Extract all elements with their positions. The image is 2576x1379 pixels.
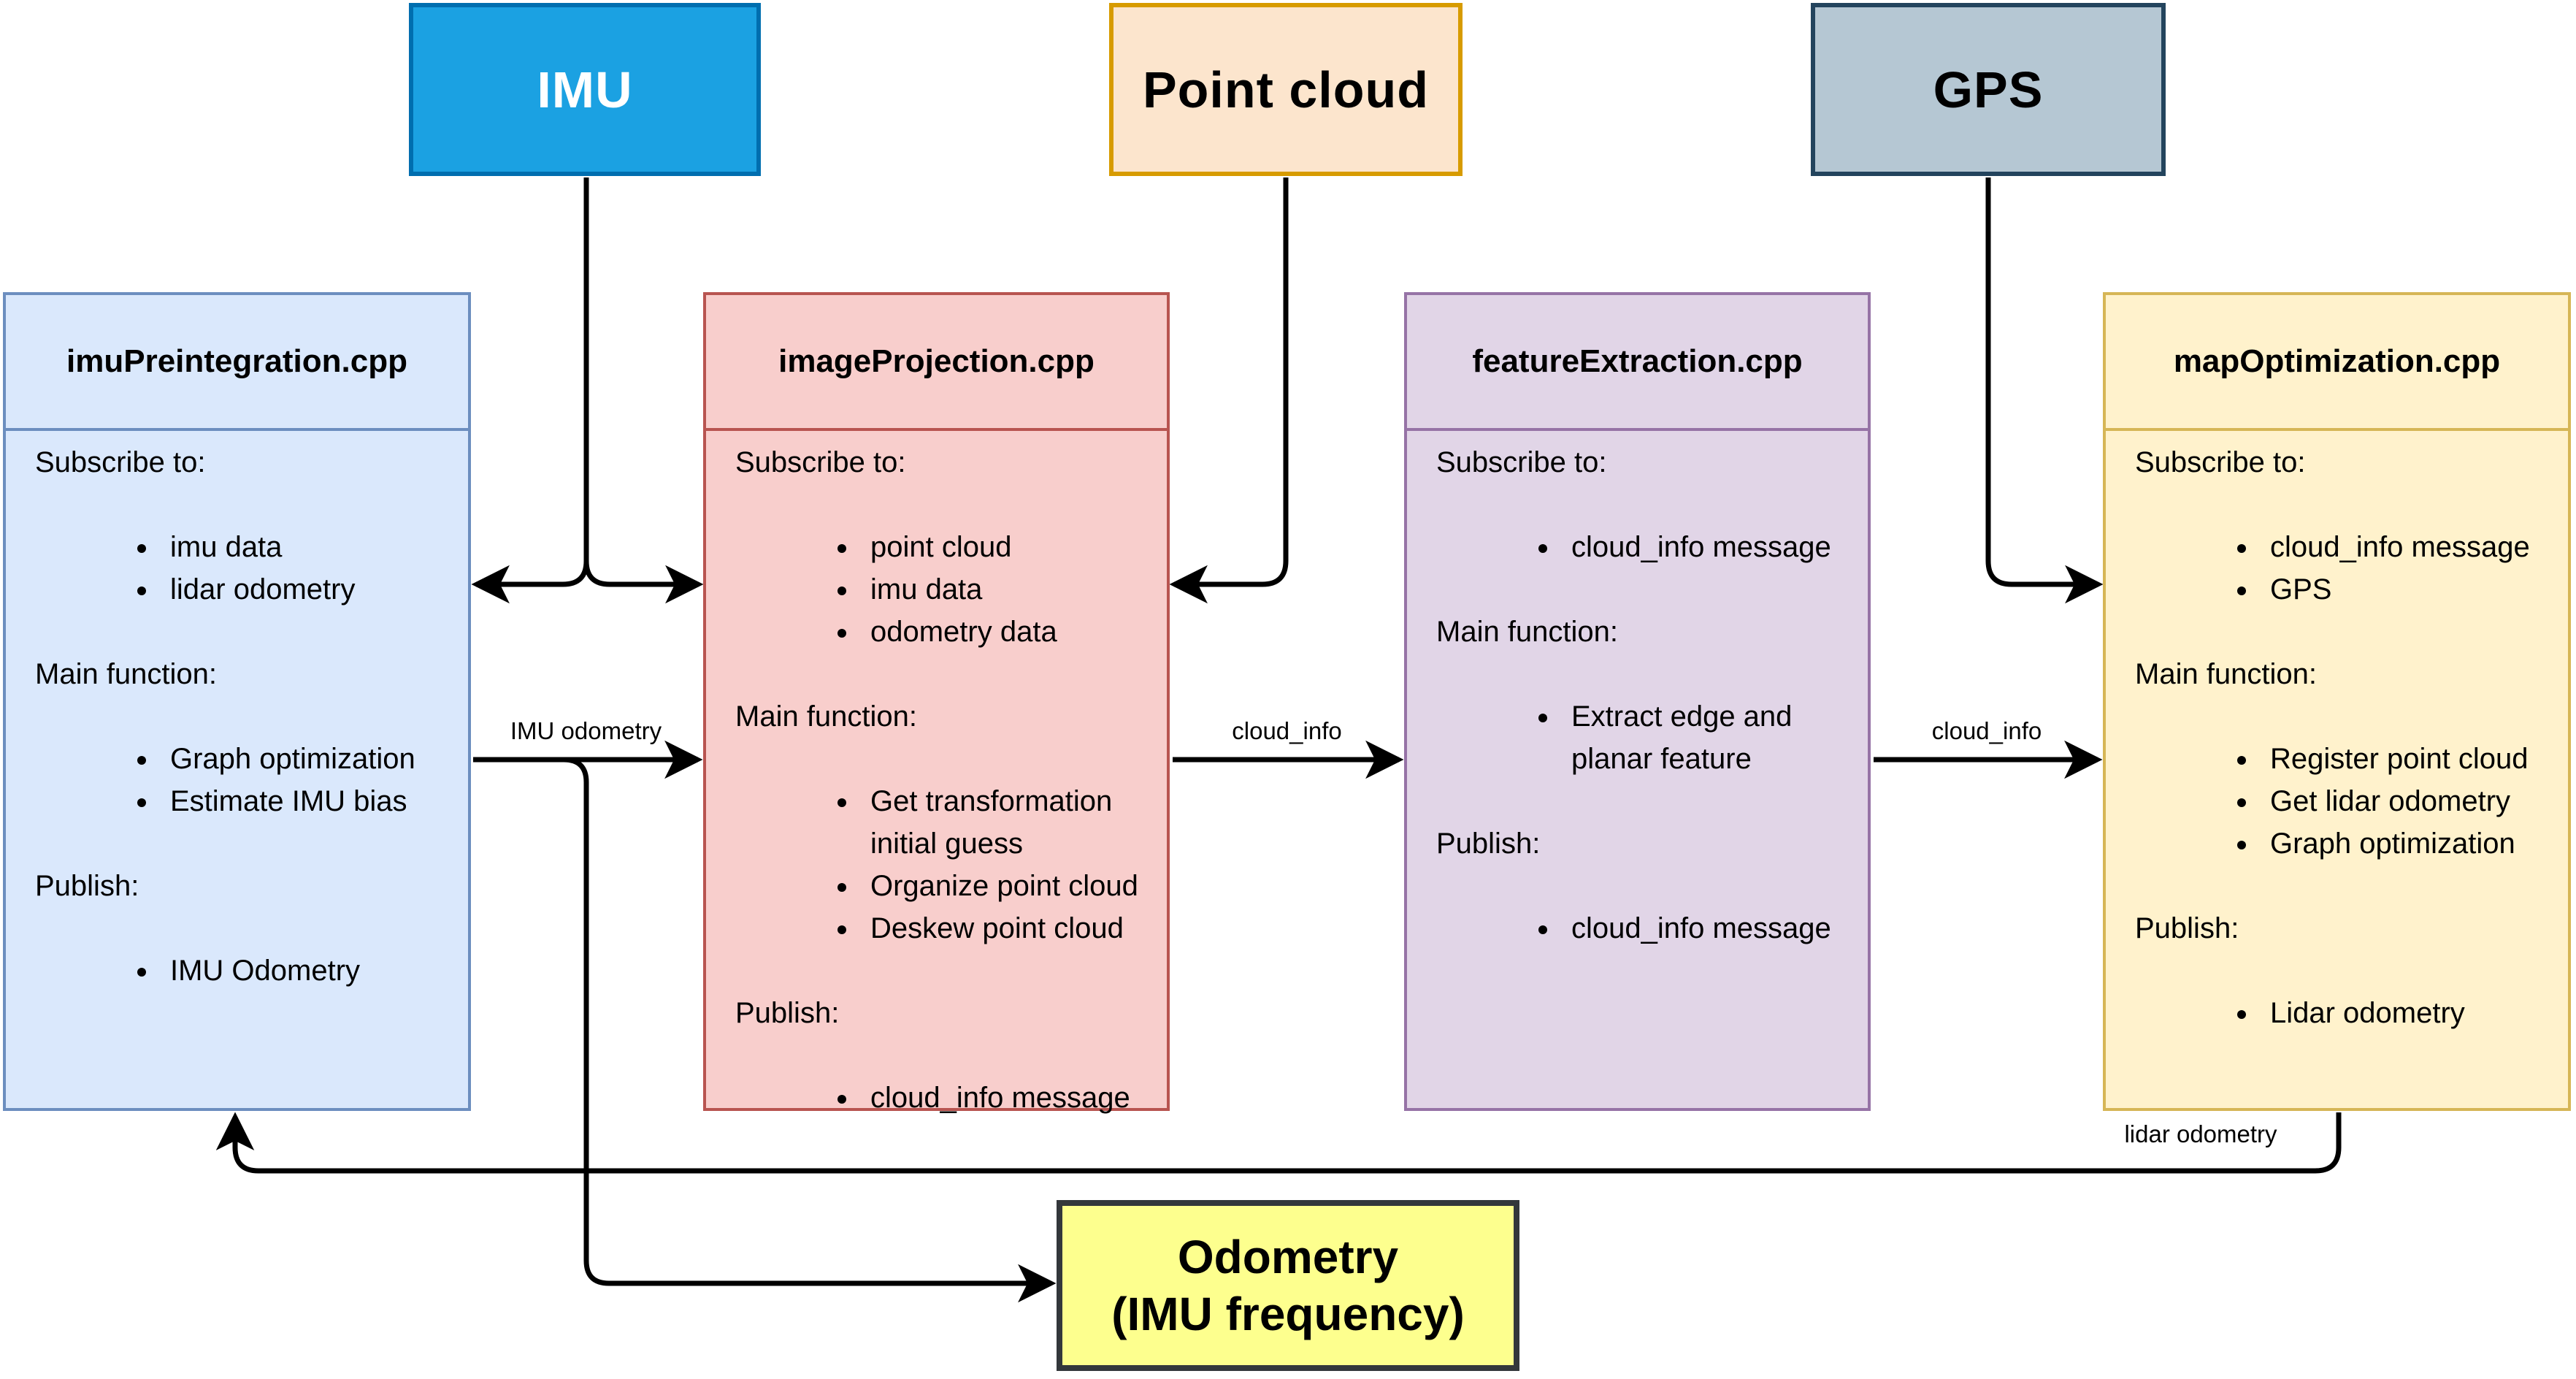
section-heading: Publish: — [735, 997, 840, 1029]
edge-label-cloud-info-2: cloud_info — [1931, 717, 2042, 744]
bullet-item: Lidar odometry — [2259, 992, 2553, 1034]
bullet-item: GPS — [2259, 568, 2553, 611]
edge-lidar-odometry-feedback — [215, 1112, 2342, 1174]
section-heading: Main function: — [35, 658, 218, 690]
bullet-list: cloud_info message — [735, 1077, 1152, 1119]
bullet-list: cloud_info message GPS — [2135, 526, 2553, 611]
bullet-item: Deskew point cloud — [859, 907, 1152, 950]
source-box-point-cloud: Point cloud — [1109, 3, 1463, 176]
section-heading: Main function: — [735, 700, 918, 733]
bullet-item: imu data — [159, 526, 453, 568]
edge-label-cloud-info-1: cloud_info — [1232, 717, 1342, 744]
odometry-label-line2: (IMU frequency) — [1111, 1288, 1465, 1340]
edge-imu-to-imupreintegration — [471, 177, 589, 604]
bullet-item: Organize point cloud — [859, 865, 1152, 907]
bullet-list: point cloud imu data odometry data — [735, 526, 1152, 653]
section-heading: Subscribe to: — [35, 446, 206, 478]
bullet-item: odometry data — [859, 611, 1152, 653]
gps-label: GPS — [1933, 61, 2044, 118]
bullet-list: Lidar odometry — [2135, 992, 2553, 1034]
bullet-item: Get lidar odometry — [2259, 780, 2553, 822]
bullet-list: Get transformation initial guess Organiz… — [735, 780, 1152, 950]
section-heading: Publish: — [2135, 912, 2239, 944]
bullet-list: IMU Odometry — [35, 950, 453, 992]
bullet-list: Register point cloud Get lidar odometry … — [2135, 738, 2553, 865]
source-box-imu: IMU — [409, 3, 761, 176]
bullet-list: cloud_info message — [1436, 526, 1853, 568]
point-cloud-label: Point cloud — [1142, 61, 1430, 118]
source-box-gps: GPS — [1811, 3, 2166, 176]
node-body: Subscribe to: cloud_info message GPS Mai… — [2106, 431, 2568, 1034]
bullet-item: Get transformation initial guess — [859, 780, 1152, 865]
bullet-item: Graph optimization — [2259, 822, 2553, 865]
edge-label-lidar-odometry: lidar odometry — [2124, 1120, 2277, 1147]
node-title: imageProjection.cpp — [706, 295, 1167, 431]
section-heading: Subscribe to: — [2135, 446, 2306, 478]
bullet-item: Estimate IMU bias — [159, 780, 453, 822]
bullet-list: imu data lidar odometry — [35, 526, 453, 611]
bullet-item: Register point cloud — [2259, 738, 2553, 780]
node-title: featureExtraction.cpp — [1407, 295, 1868, 431]
node-body: Subscribe to: imu data lidar odometry Ma… — [6, 431, 468, 992]
edge-imu-odometry-branch — [563, 757, 1057, 1303]
bullet-item: point cloud — [859, 526, 1152, 568]
node-card-imageprojection: imageProjection.cpp Subscribe to: point … — [703, 292, 1170, 1114]
section-heading: Subscribe to: — [735, 446, 906, 478]
bullet-list: Graph optimization Estimate IMU bias — [35, 738, 453, 822]
node-title: mapOptimization.cpp — [2106, 295, 2568, 431]
edge-gps-to-mapoptimization — [1985, 177, 2104, 604]
section-heading: Main function: — [1436, 616, 1619, 648]
bullet-item: Extract edge and planar feature — [1560, 695, 1853, 780]
section-heading: Publish: — [1436, 828, 1541, 860]
edge-pointcloud-to-imageprojection — [1169, 177, 1289, 604]
edge-label-imu-odometry: IMU odometry — [510, 717, 662, 744]
bullet-item: cloud_info message — [1560, 907, 1853, 950]
bullet-list: Extract edge and planar feature — [1436, 695, 1853, 780]
bullet-item: cloud_info message — [1560, 526, 1853, 568]
section-heading: Subscribe to: — [1436, 446, 1607, 478]
node-card-mapoptimization: mapOptimization.cpp Subscribe to: cloud_… — [2103, 292, 2571, 1111]
section-heading: Publish: — [35, 870, 139, 902]
section-heading: Main function: — [2135, 658, 2318, 690]
sink-box-odometry: Odometry (IMU frequency) — [1057, 1200, 1519, 1371]
bullet-item: Graph optimization — [159, 738, 453, 780]
bullet-item: IMU Odometry — [159, 950, 453, 992]
bullet-item: imu data — [859, 568, 1152, 611]
node-body: Subscribe to: point cloud imu data odome… — [706, 431, 1167, 1119]
node-body: Subscribe to: cloud_info message Main fu… — [1407, 431, 1868, 950]
node-title: imuPreintegration.cpp — [6, 295, 468, 431]
node-card-imupreintegration: imuPreintegration.cpp Subscribe to: imu … — [3, 292, 471, 1111]
node-card-featureextraction: featureExtraction.cpp Subscribe to: clou… — [1404, 292, 1871, 1111]
bullet-item: cloud_info message — [2259, 526, 2553, 568]
edge-imu-to-imageprojection — [583, 560, 704, 604]
bullet-item: lidar odometry — [159, 568, 453, 611]
bullet-list: cloud_info message — [1436, 907, 1853, 950]
imu-label: IMU — [537, 61, 633, 118]
odometry-label-line1: Odometry — [1177, 1231, 1399, 1283]
bullet-item: cloud_info message — [859, 1077, 1152, 1119]
